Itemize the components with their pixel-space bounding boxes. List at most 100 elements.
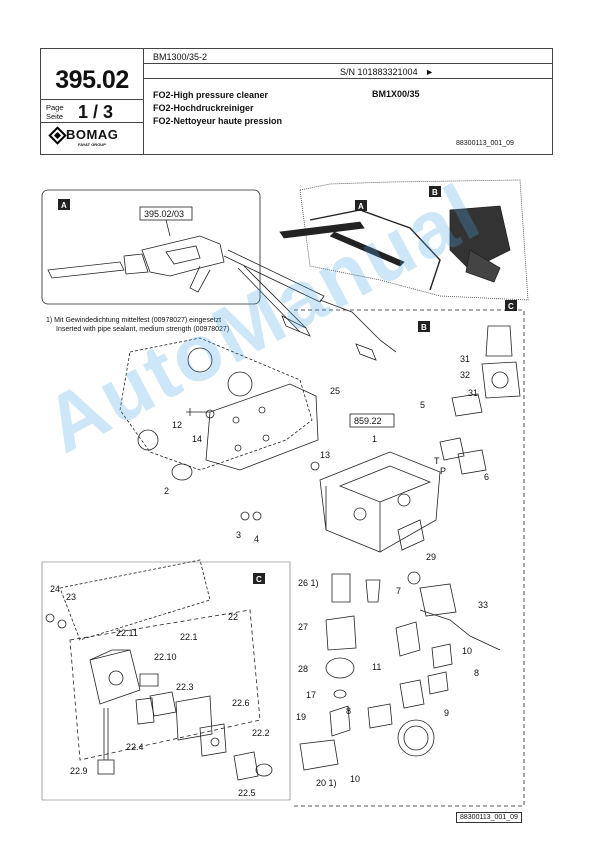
leader xyxy=(165,219,171,237)
part-label: 10 xyxy=(350,774,360,784)
pump-port xyxy=(397,493,411,507)
part-label: 20 1) xyxy=(316,778,337,788)
part-label: 24 xyxy=(50,584,60,594)
part-label: 32 xyxy=(460,370,470,380)
connector-22-9 xyxy=(97,759,115,775)
gun-nozzle xyxy=(47,261,125,279)
header-rule xyxy=(40,122,143,123)
pump-port xyxy=(353,507,367,521)
plate-hole xyxy=(258,406,266,414)
plate-hole xyxy=(262,434,270,442)
gun-coupling xyxy=(123,253,149,275)
note-en: Inserted with pipe sealant, medium stren… xyxy=(56,326,229,333)
washer-23 xyxy=(57,619,67,629)
part-22-4 xyxy=(135,697,155,725)
lance-end xyxy=(319,299,397,353)
fitting-26 xyxy=(331,573,351,603)
part-label: 17 xyxy=(306,690,316,700)
ref-box-main xyxy=(349,413,395,428)
part-label: 22 xyxy=(228,612,238,622)
section-a-letter: A xyxy=(61,201,67,210)
part-label: 22.3 xyxy=(176,682,194,692)
gauge-10 xyxy=(397,719,435,757)
gun-grip xyxy=(189,265,211,293)
brand-sub: FAYAT GROUP xyxy=(78,142,106,147)
ref-page-a: 395.02/03 xyxy=(144,209,184,219)
plate-hole xyxy=(210,737,220,747)
part-label: 7 xyxy=(396,586,401,596)
fitting-27 xyxy=(325,615,357,651)
variant: BM1X00/35 xyxy=(372,89,420,99)
part-label: 6 xyxy=(484,472,489,482)
mount-hole xyxy=(137,429,159,451)
fitting xyxy=(281,315,311,337)
page-of: 1 / 3 xyxy=(78,102,114,122)
filter-29 xyxy=(419,583,457,617)
part-label: 3 xyxy=(236,530,241,540)
gun-handle xyxy=(141,235,225,277)
mount-hole xyxy=(187,347,213,373)
header-rule xyxy=(143,78,552,79)
title-de: FO2-Hochdruckreiniger xyxy=(153,103,254,113)
machine-frame xyxy=(309,209,441,291)
header-rule xyxy=(40,99,143,100)
overview-a-label xyxy=(355,200,367,211)
fitting-8b xyxy=(367,703,393,729)
part-label: 22.11 xyxy=(116,628,138,638)
fitting xyxy=(355,343,377,361)
part-label: 5 xyxy=(420,400,425,410)
fitting-9 xyxy=(399,679,425,709)
housing-22 xyxy=(69,609,261,761)
part-label: 31 xyxy=(460,354,470,364)
page-label-de: Page xyxy=(46,103,64,112)
section-a-label xyxy=(58,199,70,210)
section-b-frame xyxy=(294,309,525,807)
fitting-6 xyxy=(457,449,487,475)
section-a-frame xyxy=(41,189,261,305)
knob-22-5 xyxy=(233,751,259,781)
title-block: FO2-High pressure cleaner FO2-Hochdruckr… xyxy=(153,89,282,128)
part-label: 10 xyxy=(462,646,472,656)
part-labels: 1 2 3 4 5 6 7 8 9 10 11 12 13 14 17 19 2… xyxy=(50,354,489,798)
brand-name: BOMAG xyxy=(66,127,119,142)
oring-29 xyxy=(407,571,421,585)
plate-22-6 xyxy=(175,695,213,741)
box-22-1 xyxy=(89,649,141,705)
pump-detail xyxy=(465,249,501,283)
part-label: 13 xyxy=(320,450,330,460)
part-label: 33 xyxy=(478,600,488,610)
washer-3 xyxy=(240,511,250,521)
screw-22-10 xyxy=(139,673,159,687)
box-port xyxy=(108,670,124,686)
fitting-31 xyxy=(451,393,483,417)
overview-b-label xyxy=(429,186,441,197)
page-label: Page Seite xyxy=(46,103,64,121)
fitting-5 xyxy=(439,437,465,461)
part-label: 22.4 xyxy=(126,742,144,752)
title-en: FO2-High pressure cleaner xyxy=(153,90,269,100)
part-label: 31 xyxy=(468,388,478,398)
part-label: 22.9 xyxy=(70,766,88,776)
overview-a-letter: A xyxy=(358,202,364,211)
part-label: 12 xyxy=(172,420,182,430)
part-label: 29 xyxy=(426,552,436,562)
serial-arrow-icon: ► xyxy=(425,67,435,77)
plate-22-2 xyxy=(199,723,227,757)
fitting-11 xyxy=(395,621,421,657)
part-label: 26 1) xyxy=(298,578,319,588)
section-c-frame xyxy=(41,561,291,801)
section-b-letter: B xyxy=(421,323,427,332)
washer-13 xyxy=(310,461,320,471)
gauge-face xyxy=(403,725,429,751)
fitting-8 xyxy=(427,671,449,695)
footer-ref: 88300113_001_09 xyxy=(456,812,522,823)
lance xyxy=(223,249,325,303)
part-label: 4 xyxy=(254,534,259,544)
oring-17 xyxy=(333,689,347,699)
part-label: 27 xyxy=(298,622,308,632)
part-label: T xyxy=(434,456,440,466)
header-rule xyxy=(143,63,552,64)
part-label: 22.6 xyxy=(232,698,250,708)
section-c-letter: C xyxy=(256,575,262,584)
